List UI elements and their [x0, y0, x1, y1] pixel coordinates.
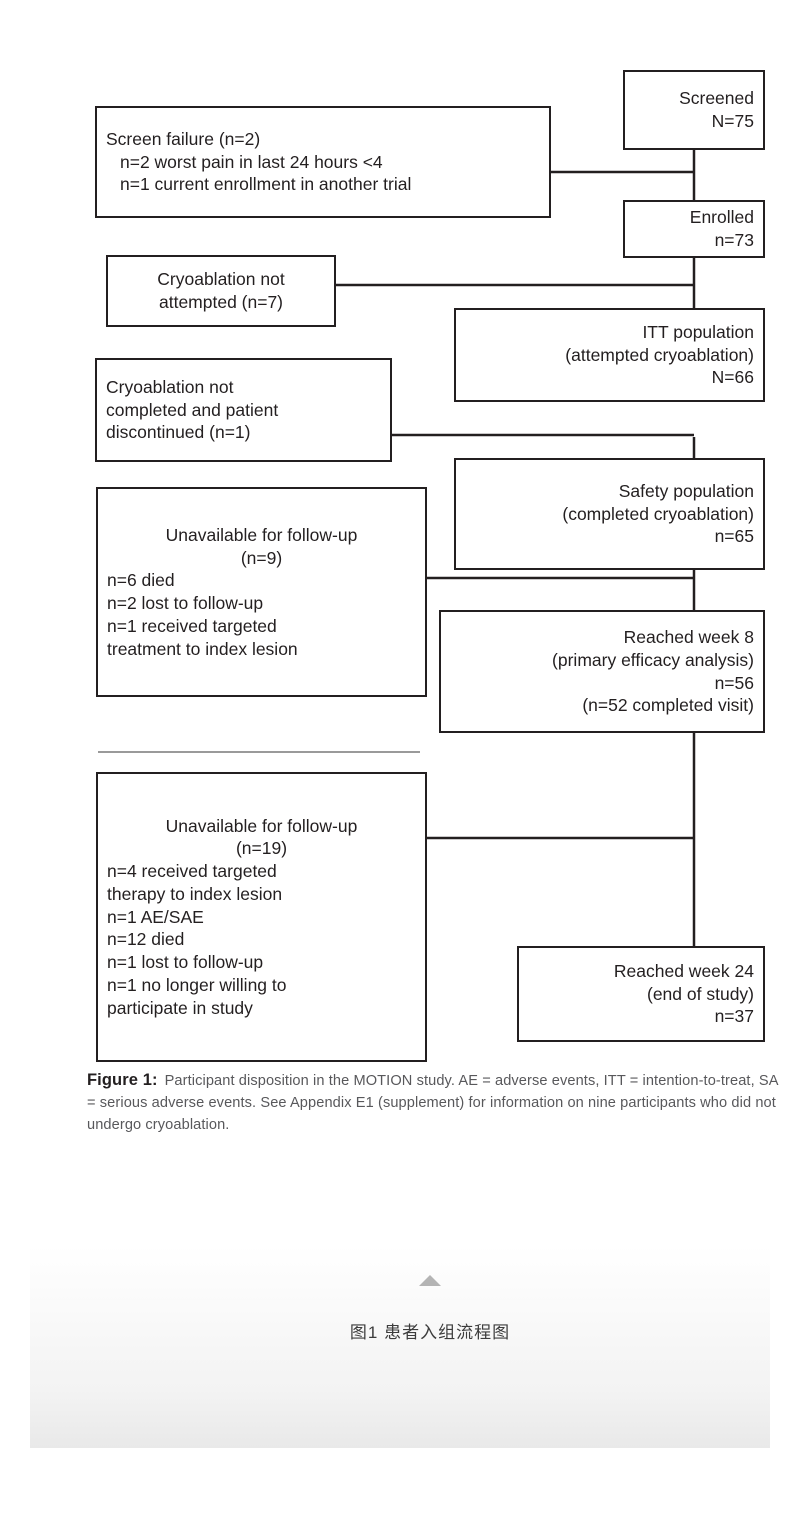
node-reached-week-8: Reached week 8 (primary efficacy analysi… — [439, 610, 765, 733]
node-enrolled: Enrolled n=73 — [623, 200, 765, 258]
node-safety-population-line3: n=65 — [714, 526, 754, 547]
node-reached-week-24-line3: n=37 — [714, 1006, 754, 1027]
node-unavailable-followup-9-line3: n=6 died — [107, 570, 175, 591]
node-cryoablation-not-completed-line1: Cryoablation not — [106, 376, 234, 397]
node-unavailable-followup-9-line5: n=1 received targeted — [107, 615, 277, 636]
node-cryoablation-not-completed-line3: discontinued (n=1) — [106, 422, 251, 443]
node-unavailable-followup-9-line6: treatment to index lesion — [107, 638, 298, 659]
node-enrolled-line2: n=73 — [714, 230, 754, 250]
node-itt-population-line3: N=66 — [711, 367, 754, 388]
node-screen-failure: Screen failure (n=2) n=2 worst pain in l… — [95, 106, 551, 218]
node-reached-week-8-line4: (n=52 completed visit) — [582, 695, 754, 716]
node-unavailable-followup-19-line2: (n=19) — [235, 838, 288, 859]
node-safety-population-line1: Safety population — [618, 480, 754, 501]
node-unavailable-followup-19-line5: n=1 AE/SAE — [107, 906, 204, 927]
node-cryoablation-not-completed: Cryoablation not completed and patient d… — [95, 358, 392, 462]
figure-number: Figure 1: — [87, 1071, 158, 1089]
chinese-figure-caption: 图1 患者入组流程图 — [349, 1323, 511, 1342]
node-reached-week-24-line1: Reached week 24 — [613, 960, 754, 981]
section-separator-rule — [98, 751, 420, 753]
page-panel: Screened N=75 Screen failure (n=2) n=2 w… — [30, 0, 778, 1448]
node-cryoablation-not-completed-line2: completed and patient — [106, 399, 279, 420]
node-cryoablation-not-attempted-line2: attempted (n=7) — [158, 292, 284, 312]
node-unavailable-followup-19-line7: n=1 lost to follow-up — [107, 952, 264, 973]
node-unavailable-followup-19-line4: therapy to index lesion — [107, 883, 283, 904]
node-itt-population-line1: ITT population — [642, 321, 754, 342]
figure-caption-text: Participant disposition in the MOTION st… — [87, 1073, 778, 1133]
flowchart: Screened N=75 Screen failure (n=2) n=2 w… — [30, 0, 800, 1080]
node-itt-population: ITT population (attempted cryoablation) … — [454, 308, 765, 402]
node-unavailable-followup-19-line9: participate in study — [107, 997, 253, 1018]
node-unavailable-followup-19-line8: n=1 no longer willing to — [107, 974, 287, 995]
node-unavailable-followup-9-line2: (n=9) — [240, 547, 283, 568]
node-reached-week-8-line2: (primary efficacy analysis) — [552, 649, 754, 670]
node-unavailable-followup-19: Unavailable for follow-up (n=19) n=4 rec… — [96, 772, 427, 1062]
node-screened-line1: Screened — [679, 88, 754, 109]
flowchart-connectors — [336, 150, 696, 946]
figure-caption: Figure 1:Participant disposition in the … — [87, 1068, 787, 1137]
node-itt-population-line2: (attempted cryoablation) — [565, 344, 754, 365]
node-screen-failure-line3: n=1 current enrollment in another trial — [120, 174, 412, 195]
node-unavailable-followup-19-line1: Unavailable for follow-up — [165, 815, 358, 836]
node-reached-week-8-line3: n=56 — [714, 672, 754, 693]
node-screen-failure-line1: Screen failure (n=2) — [106, 128, 261, 149]
triangle-up-icon[interactable] — [419, 1275, 441, 1286]
node-reached-week-24-line2: (end of study) — [647, 983, 754, 1004]
node-unavailable-followup-9-line4: n=2 lost to follow-up — [107, 593, 264, 613]
node-safety-population: Safety population (completed cryoablatio… — [454, 458, 765, 570]
node-unavailable-followup-9-line1: Unavailable for follow-up — [165, 524, 358, 545]
node-enrolled-line1: Enrolled — [689, 207, 754, 228]
node-screen-failure-line2: n=2 worst pain in last 24 hours <4 — [120, 151, 383, 172]
node-safety-population-line2: (completed cryoablation) — [562, 503, 754, 524]
node-screened: Screened N=75 — [623, 70, 765, 150]
node-cryoablation-not-attempted-line1: Cryoablation not — [157, 269, 285, 290]
node-cryoablation-not-attempted: Cryoablation not attempted (n=7) — [106, 255, 336, 327]
node-unavailable-followup-19-line6: n=12 died — [107, 929, 185, 950]
node-reached-week-24: Reached week 24 (end of study) n=37 — [517, 946, 765, 1042]
node-unavailable-followup-9: Unavailable for follow-up (n=9) n=6 died… — [96, 487, 427, 697]
node-unavailable-followup-19-line3: n=4 received targeted — [107, 861, 277, 882]
node-screened-line2: N=75 — [711, 111, 754, 131]
node-reached-week-8-line1: Reached week 8 — [623, 627, 754, 647]
